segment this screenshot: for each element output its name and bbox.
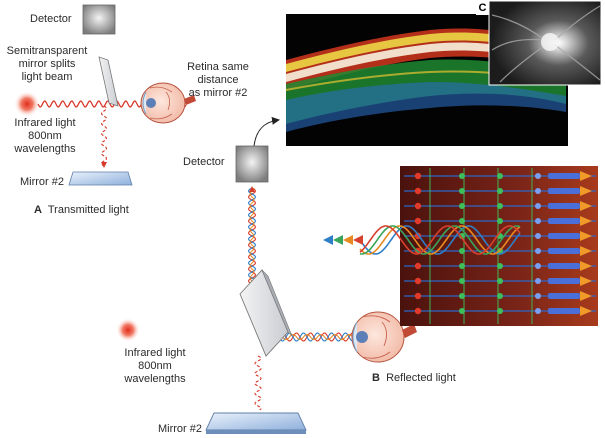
infrared-light-a-label-line: Infrared light bbox=[14, 117, 76, 129]
infrared-light-a-label-line: 800nm bbox=[28, 130, 62, 142]
reflected-waves bbox=[323, 225, 521, 255]
eye-b-icon bbox=[351, 311, 417, 363]
semitransparent-mirror-label-line: mirror splits bbox=[18, 58, 76, 70]
detector-b-icon bbox=[235, 145, 269, 183]
retina-distance-label-line: as mirror #2 bbox=[188, 87, 248, 99]
semitransparent-mirror-b-icon bbox=[239, 269, 293, 357]
semitransparent-mirror-label: Semitransparent mirror splits light beam bbox=[0, 45, 94, 84]
detector-b-label: Detector bbox=[183, 156, 225, 168]
detector-a-label: Detector bbox=[30, 13, 72, 25]
retina-distance-label-line: Retina same bbox=[187, 61, 249, 73]
beam-arrow-b bbox=[249, 186, 255, 192]
infrared-light-b-label-line: wavelengths bbox=[124, 373, 186, 385]
eye-a-icon bbox=[140, 82, 196, 124]
semitransparent-mirror-label-line: Semitransparent bbox=[6, 45, 88, 57]
semitransparent-mirror-label-line: light beam bbox=[21, 71, 73, 83]
mirror-2-a-icon bbox=[68, 171, 133, 186]
infrared-light-b-label-line: 800nm bbox=[138, 360, 172, 372]
panel-b-caption: B Reflected light bbox=[372, 372, 456, 385]
infrared-beam-a-vertical bbox=[101, 105, 107, 167]
panel-c-letter: C bbox=[476, 2, 489, 15]
light-source-a-icon bbox=[14, 91, 40, 117]
reflected-beam-b-horizontal bbox=[271, 332, 357, 342]
infrared-light-a-label: Infrared light 800nm wavelengths bbox=[2, 117, 88, 156]
mirror-2-b-icon bbox=[205, 412, 307, 434]
semitransparent-mirror-a-icon bbox=[98, 56, 119, 107]
light-source-b-icon bbox=[116, 318, 140, 342]
panel-a-letter: A bbox=[34, 204, 42, 216]
fundus-photo-image bbox=[488, 0, 602, 86]
mirror-2-b-label: Mirror #2 bbox=[158, 423, 203, 435]
panel-a-caption: A Transmitted light bbox=[34, 204, 129, 217]
panel-a-title: Transmitted light bbox=[47, 204, 129, 216]
infrared-light-a-label-line: wavelengths bbox=[14, 143, 76, 155]
retina-distance-label-line: distance bbox=[197, 74, 239, 86]
panel-b-letter: B bbox=[372, 372, 380, 384]
beam-arrow-a bbox=[101, 162, 107, 168]
infrared-beam-b-lower bbox=[254, 355, 262, 411]
infrared-light-b-label-line: Infrared light bbox=[124, 347, 186, 359]
arrow-to-oct-icon bbox=[253, 116, 280, 147]
retina-distance-label: Retina same distance as mirror #2 bbox=[182, 61, 254, 100]
infrared-light-b-label: Infrared light 800nm wavelengths bbox=[110, 347, 200, 386]
mirror-2-a-label: Mirror #2 bbox=[20, 176, 65, 188]
reflected-beam-b-vertical bbox=[247, 187, 257, 287]
panel-b-title: Reflected light bbox=[386, 372, 456, 384]
retina-cross-section-image bbox=[400, 166, 598, 326]
detector-a-icon bbox=[82, 4, 116, 35]
